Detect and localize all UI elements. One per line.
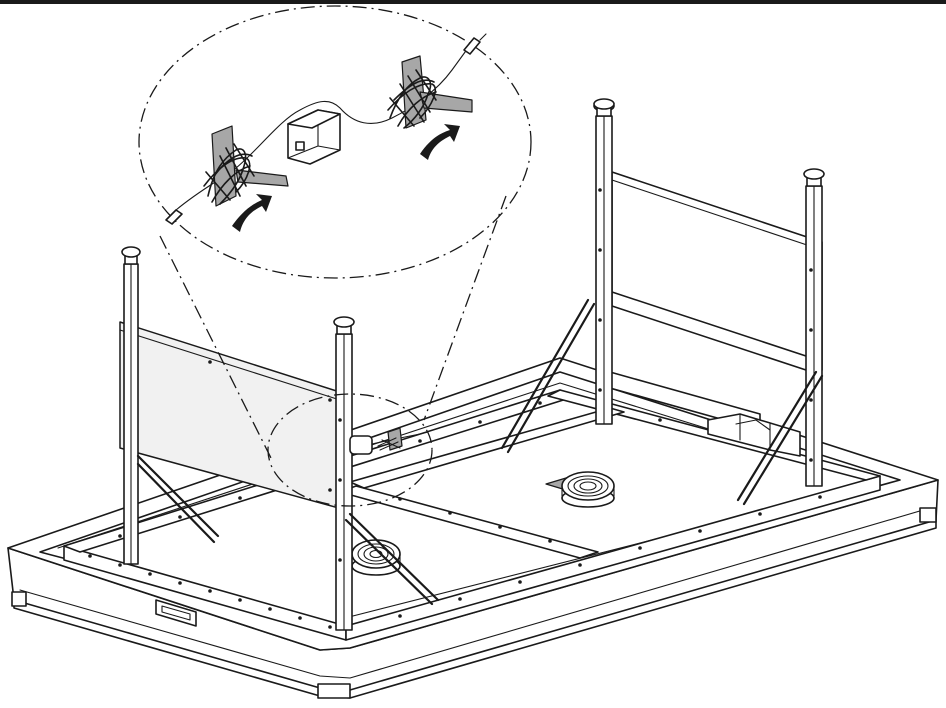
fan-left	[351, 539, 401, 576]
leg-foot-cap	[803, 168, 825, 180]
top-border	[0, 0, 946, 4]
corner-pad-front	[317, 683, 351, 699]
leg-foot-cap	[121, 246, 141, 258]
back-panel-top-line	[611, 179, 811, 247]
carry-handle-grip	[161, 605, 191, 621]
modesty-panel-right	[611, 171, 823, 373]
edge-groove	[19, 507, 931, 679]
brace-front-right	[348, 512, 440, 602]
curved-arrow-icon	[232, 194, 272, 232]
leg-front-right	[333, 316, 355, 631]
plug-left	[165, 209, 183, 225]
zoomed-detail	[165, 33, 487, 232]
carry-handle[interactable]	[155, 599, 197, 627]
plug-right	[463, 37, 481, 55]
leg-front-left	[121, 246, 141, 565]
power-adapter-small	[349, 435, 373, 455]
zoom-callout	[138, 5, 532, 461]
cone-right-edge	[423, 195, 507, 421]
center-channel	[609, 371, 801, 457]
middle-long-rail	[349, 407, 625, 489]
cable-bundle-icon	[203, 125, 289, 207]
leg-back-right	[803, 168, 825, 487]
detail-location-ellipse	[267, 393, 433, 507]
leg-back-left	[593, 98, 615, 425]
front-right-rail	[345, 475, 881, 641]
zoom-ellipse	[138, 5, 532, 279]
brace-front-left	[136, 454, 220, 538]
detail-ellipse	[267, 393, 433, 507]
cable-bundle-icon-right	[387, 55, 473, 129]
corner-pad-left	[11, 591, 27, 607]
curved-arrow-icon-right	[420, 124, 460, 160]
brace-back-right	[736, 370, 818, 502]
cone-left-edge	[159, 235, 273, 461]
junction-box-lid	[735, 419, 771, 431]
leg-foot-cap	[333, 316, 355, 328]
power-adapter-icon	[287, 109, 341, 165]
brace-back-left	[500, 298, 590, 450]
corner-pad-right	[919, 507, 937, 523]
fan-right	[545, 471, 615, 508]
